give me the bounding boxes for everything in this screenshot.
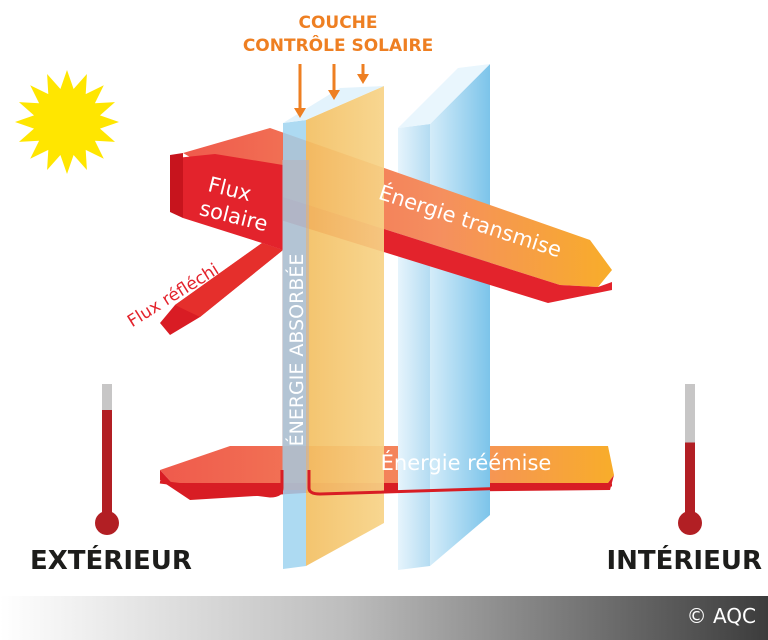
solar-control-diagram: COUCHE CONTRÔLE SOLAIRE Flux solaire Flu… — [15, 13, 762, 576]
absorbed-energy-strip — [159, 160, 613, 498]
sun-icon — [15, 70, 119, 174]
copyright-text: © AQC — [686, 604, 756, 628]
arrow-head-icon — [357, 74, 369, 84]
coating-title-line2: CONTRÔLE SOLAIRE — [243, 34, 433, 56]
solar-flux-arrow — [170, 153, 283, 250]
energie-reemise-label: Énergie réémise — [381, 450, 552, 475]
solar-control-coating-pane — [306, 86, 384, 566]
arrow-head-icon — [294, 108, 306, 118]
exterior-thermometer-icon — [95, 384, 119, 535]
interior-thermometer-icon — [678, 384, 702, 535]
inner-glass-pane — [398, 64, 490, 570]
interieur-label: INTÉRIEUR — [606, 544, 762, 576]
reflected-flux-arrow — [160, 243, 283, 335]
coating-arrows — [294, 64, 369, 118]
footer-bar: © AQC — [0, 596, 768, 640]
exterieur-label: EXTÉRIEUR — [30, 544, 192, 576]
coating-title-line1: COUCHE — [298, 13, 377, 33]
arrow-head-icon — [328, 90, 340, 100]
energie-absorbee-label: ÉNERGIE ABSORBÉE — [285, 254, 308, 447]
